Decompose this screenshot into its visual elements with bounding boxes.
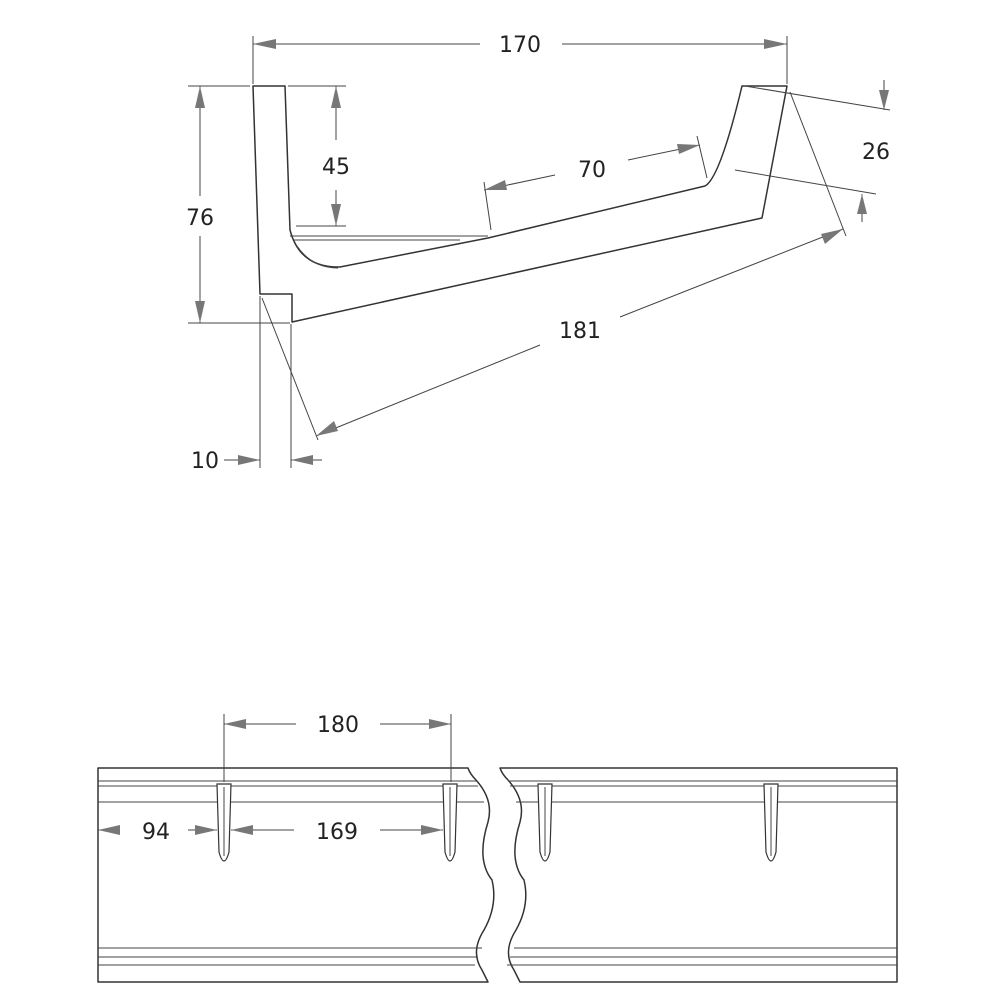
slot bbox=[763, 783, 779, 862]
profile-lip-line bbox=[290, 235, 488, 269]
dim-depth-45: 45 bbox=[322, 155, 350, 180]
elevation-view bbox=[97, 767, 898, 983]
elevation-left-segment bbox=[97, 767, 495, 983]
dim-offset-94: 94 bbox=[142, 820, 170, 845]
slot bbox=[537, 783, 553, 862]
cross-section-profile bbox=[252, 85, 788, 323]
dim-base-70: 70 bbox=[578, 158, 606, 183]
dim-pitch-180: 180 bbox=[317, 713, 359, 738]
dim-width-170: 170 bbox=[499, 33, 541, 58]
dim-height-76: 76 bbox=[186, 206, 214, 231]
elevation-dimensions: 180 94 169 bbox=[98, 713, 452, 845]
profile-dimensions: 170 76 45 70 26 bbox=[186, 33, 891, 474]
slot bbox=[216, 783, 232, 862]
dim-gap-169: 169 bbox=[316, 820, 358, 845]
dim-slope-181: 181 bbox=[559, 319, 601, 344]
dim-wall-10: 10 bbox=[191, 449, 219, 474]
dim-rim-26: 26 bbox=[862, 140, 890, 165]
elevation-right-segment bbox=[499, 767, 898, 983]
slot bbox=[442, 783, 458, 862]
